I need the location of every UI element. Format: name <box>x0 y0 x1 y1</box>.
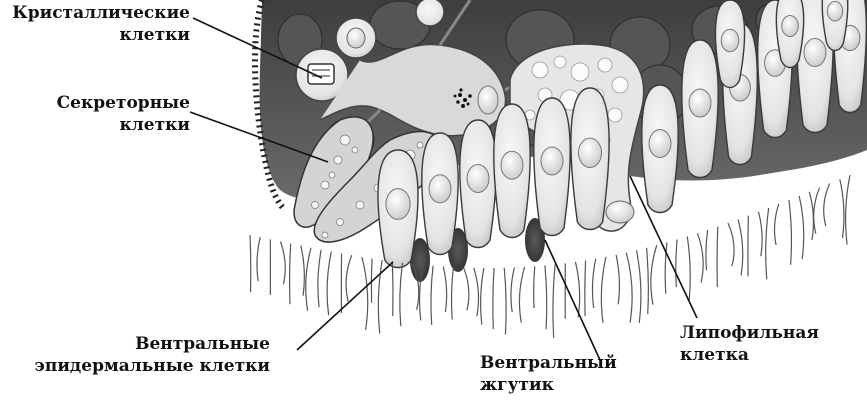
flagellum <box>346 255 352 301</box>
flagellum <box>766 208 769 279</box>
flagellum <box>687 236 690 300</box>
label-ventral-flagellum: Вентральный жгутик <box>480 352 617 396</box>
flagellum <box>327 252 331 316</box>
flagellum <box>493 268 494 329</box>
label-secretory-line2: клетки <box>57 114 190 136</box>
label-crystal-line1: Кристаллические <box>12 2 190 24</box>
label-ventral-epidermal-line2: эпидермальные клетки <box>35 355 270 377</box>
flagellum <box>616 255 619 304</box>
label-ventral-flagellum-line2: жгутик <box>480 374 617 396</box>
flagellum <box>809 192 813 240</box>
cell-nucleus <box>827 1 842 21</box>
flagellum <box>257 237 260 281</box>
flagellum <box>697 233 703 282</box>
flagellum <box>464 268 469 311</box>
flagellum <box>840 179 844 238</box>
cell-nucleus <box>501 151 523 179</box>
cell-nucleus <box>804 39 826 67</box>
flagellum <box>504 268 506 335</box>
label-crystal-cells: Кристаллические клетки <box>12 2 190 46</box>
cell-nucleus <box>541 147 563 175</box>
cell-nucleus <box>689 89 711 117</box>
flagellum <box>601 257 606 323</box>
flagellum <box>250 235 251 292</box>
flagellum <box>774 204 778 245</box>
flagellum <box>306 248 311 311</box>
flagellum <box>647 248 649 314</box>
label-lipophil-line2: клетка <box>680 344 819 366</box>
cell-nucleus <box>578 138 601 167</box>
flagellum <box>824 184 830 227</box>
flagellum <box>717 227 718 288</box>
flagellum <box>318 250 321 307</box>
flagellum <box>534 266 535 308</box>
label-secretory-cells: Секреторные клетки <box>57 92 190 136</box>
cell-nucleus <box>429 175 451 203</box>
flagellum <box>400 263 403 327</box>
flagellum <box>799 196 804 259</box>
flagellum <box>728 223 734 266</box>
flagellum <box>474 268 479 316</box>
flagellum <box>789 200 791 265</box>
cell-nucleus <box>721 29 739 51</box>
flagellum <box>758 212 762 256</box>
flagellum <box>636 250 641 322</box>
flagellum <box>452 267 454 319</box>
flagellum <box>431 266 433 325</box>
label-lipophil-cell: Липофильная клетка <box>680 322 819 366</box>
flagellum <box>443 267 446 312</box>
flagellum <box>706 230 708 270</box>
label-ventral-epidermal-line1: Вентральные <box>35 333 270 355</box>
label-ventral-flagellum-line1: Вентральный <box>480 352 617 374</box>
flagellum <box>626 253 632 323</box>
flagellum <box>362 257 368 330</box>
cell-nucleus <box>386 189 410 220</box>
label-crystal-line2: клетки <box>12 24 190 46</box>
flagellum <box>481 268 484 324</box>
flagellum <box>846 175 850 245</box>
flagellum <box>814 188 820 234</box>
flagellum <box>519 267 524 323</box>
flagellum <box>545 265 547 329</box>
flagellum <box>592 259 595 308</box>
flagellum <box>553 264 555 337</box>
cell-nucleus <box>782 16 799 37</box>
flagellum <box>651 245 657 304</box>
flagellum <box>676 240 677 288</box>
flagellum <box>392 261 393 316</box>
label-lipophil-line1: Липофильная <box>680 322 819 344</box>
label-ventral-epidermal-cells: Вентральные эпидермальные клетки <box>35 333 270 377</box>
cell-nucleus <box>467 165 489 193</box>
flagellum <box>585 260 586 316</box>
flagellum <box>378 260 382 333</box>
label-secretory-line1: Секреторные <box>57 92 190 114</box>
flagellum <box>301 246 305 296</box>
flagellum <box>281 241 286 284</box>
cell-nucleus <box>649 130 671 158</box>
flagellum <box>511 268 514 313</box>
flagellum <box>738 219 743 275</box>
flagellum <box>290 244 291 305</box>
